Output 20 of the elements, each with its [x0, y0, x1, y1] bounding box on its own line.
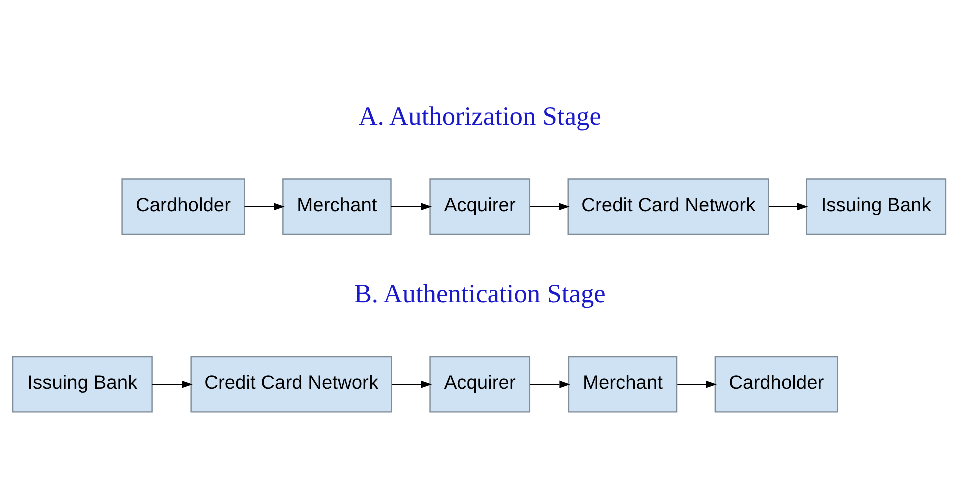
node-box: Acquirer [430, 356, 531, 413]
node-box: Cardholder [714, 356, 839, 413]
arrow [392, 380, 432, 388]
label: A. Authorization Stage [358, 100, 602, 131]
node-box: Credit Card Network [190, 356, 392, 413]
arrow [244, 203, 285, 211]
arrow [391, 203, 432, 211]
arrow [678, 380, 717, 388]
label: B. Authentication Stage [354, 278, 606, 308]
node-box: Cardholder [122, 178, 246, 236]
arrow [152, 380, 193, 388]
arrow [769, 203, 808, 211]
node-box: Credit Card Network [568, 178, 770, 236]
node-box: Acquirer [430, 178, 531, 236]
node-box: Merchant [282, 178, 392, 236]
node-box: Merchant [568, 356, 678, 413]
arrow [530, 203, 570, 211]
node-box: Issuing Bank [806, 178, 947, 236]
arrow [530, 380, 571, 388]
node-box: Issuing Bank [12, 356, 153, 413]
